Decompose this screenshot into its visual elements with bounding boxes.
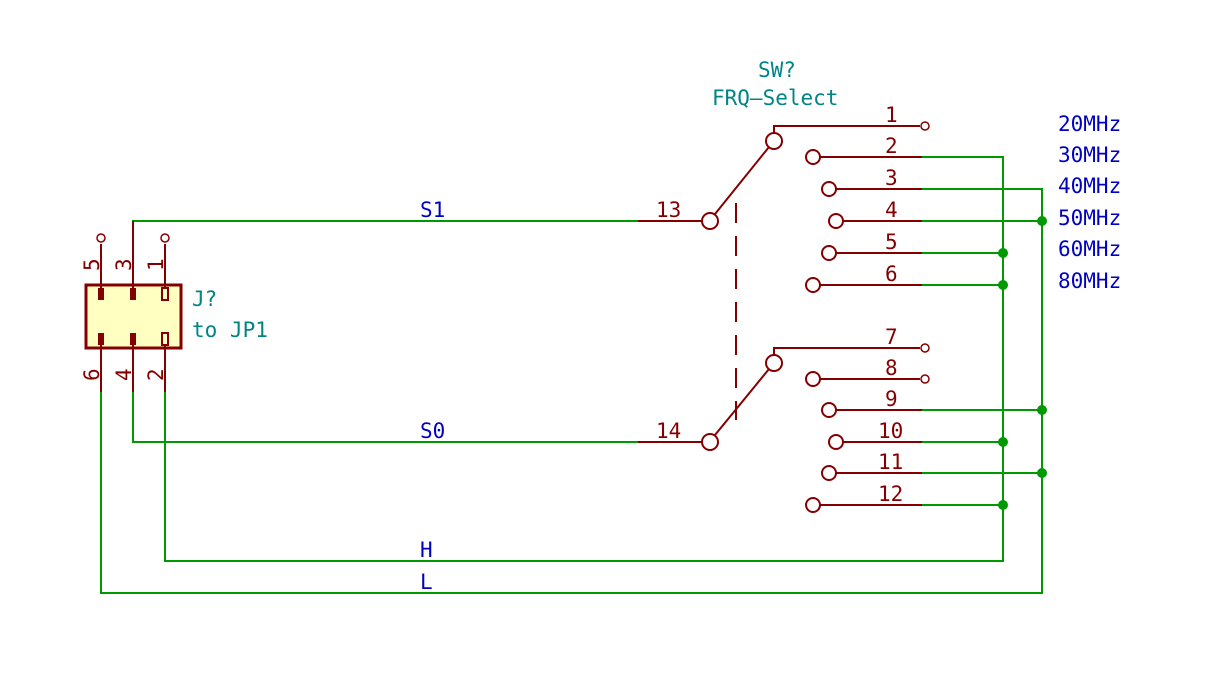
switch-common-contact [701,433,719,451]
junction-dot [998,280,1008,290]
no-connect-circle [920,343,930,353]
connector-reference: J? [192,287,217,311]
switch-pin-label: 10 [878,419,903,443]
switch-contact [805,149,821,165]
switch-common-label: 14 [656,419,681,443]
no-connect-circle [96,233,106,243]
switch-common-label: 13 [656,198,681,222]
switch-reference: SW? [758,58,796,82]
wire-h [164,156,1004,562]
junction-dot [1037,216,1047,226]
switch-value: FRQ–Select [712,86,838,110]
switch-contact [821,465,837,481]
switch-pin-label: 7 [885,325,898,349]
switch-pin-label: 6 [885,262,898,286]
connector-pin-label: 2 [144,368,168,381]
no-connect-circle [920,121,930,131]
switch-contact [821,181,837,197]
connector-symbol[interactable] [84,221,183,392]
connector-contact [161,287,169,301]
junction-dot [998,437,1008,447]
switch-wiper [714,368,770,436]
connector-contact [130,288,136,300]
frequency-label: 40MHz [1058,174,1121,198]
switch-contact [821,245,837,261]
frequency-label: 50MHz [1058,206,1121,230]
switch-contact [828,213,844,229]
switch-wiper [714,146,770,215]
switch-common-contact [701,212,719,230]
wire-l [100,188,1043,594]
junction-dot [1037,468,1047,478]
connector-pin-label: 5 [80,258,104,271]
net-label-h: H [420,538,433,562]
switch-contact [828,434,844,450]
switch-pin-label: 2 [885,134,898,158]
junctions [998,216,1047,510]
switch-pin-label: 9 [885,387,898,411]
switch-wiper-tip [765,354,783,372]
switch-pin-7-line [773,347,920,355]
connector-contact [98,333,104,345]
frequency-label: 80MHz [1058,269,1121,293]
connector-pin-label: 4 [112,368,136,381]
connector-contact [161,332,169,346]
net-label-l: L [420,570,433,594]
switch-pin-label: 4 [885,198,898,222]
switch-contact [805,497,821,513]
connector-pin-label: 3 [112,258,136,271]
switch-contact [821,402,837,418]
connector-pin-label: 1 [144,258,168,271]
frequency-label: 60MHz [1058,237,1121,261]
switch-pin-label: 8 [885,356,898,380]
wire-s0 [132,380,638,443]
switch-contact [805,371,821,387]
no-connect-circle [920,374,930,384]
switch-wiper-tip [765,132,783,150]
net-label-s0: S0 [420,419,445,443]
net-label-s1: S1 [420,198,445,222]
connector-pin-label: 6 [80,368,104,381]
junction-dot [998,248,1008,258]
switch-pin-label: 11 [878,450,903,474]
switch-pin-label: 5 [885,230,898,254]
connector-contact [98,288,104,300]
wires [100,156,1043,594]
wire-s1 [132,220,638,285]
connector-value: to JP1 [192,318,268,342]
switch-pin-label: 1 [885,103,898,127]
connector-contact [130,333,136,345]
switch-contact [805,277,821,293]
frequency-label: 30MHz [1058,143,1121,167]
switch-pin-1-line [773,125,920,133]
switch-pin-label: 3 [885,166,898,190]
junction-dot [998,500,1008,510]
switch-pin-label: 12 [878,482,903,506]
switch-symbol[interactable] [638,121,930,513]
no-connect-circle [160,233,170,243]
frequency-label: 20MHz [1058,112,1121,136]
junction-dot [1037,405,1047,415]
